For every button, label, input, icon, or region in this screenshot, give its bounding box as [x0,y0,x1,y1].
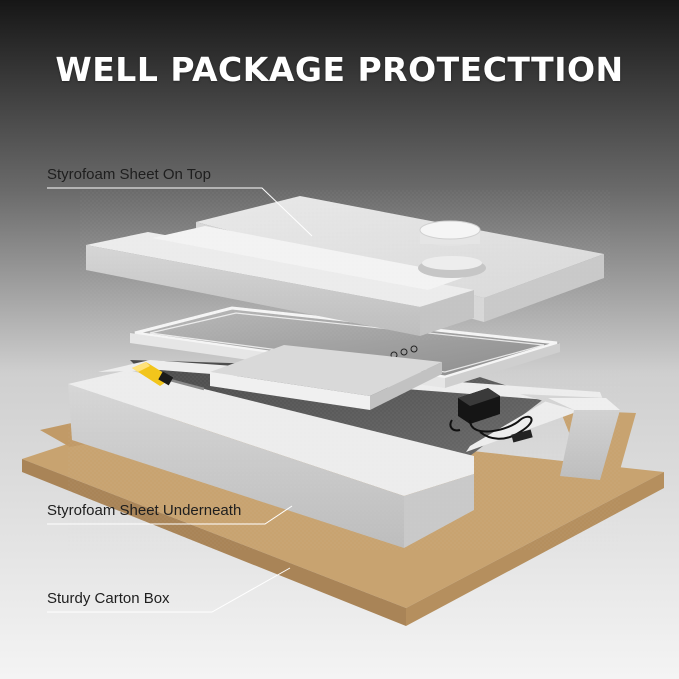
label-styrofoam-top: Styrofoam Sheet On Top [47,166,211,183]
power-adapter [449,388,533,443]
touch-button-icon [410,345,418,353]
leader-line-top [47,187,313,237]
touch-button-icon [400,348,408,356]
top-foam-sheet [80,190,610,340]
leader-line-underneath [47,505,293,525]
edge-foam-strip [210,345,442,410]
leader-line-carton [47,567,291,613]
screwdriver-icon [132,362,205,391]
label-styrofoam-underneath: Styrofoam Sheet Underneath [47,502,242,519]
page-title: WELL PACKAGE PROTECTTION [55,50,624,89]
label-carton-box: Sturdy Carton Box [47,590,170,607]
